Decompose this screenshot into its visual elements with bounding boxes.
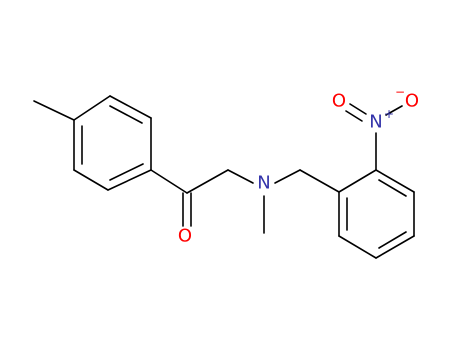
atom-n-nitro: N (369, 112, 382, 133)
bond-ring1-e (73, 169, 109, 191)
bond-ring1-inner-1 (109, 105, 143, 124)
linker-chain (150, 169, 340, 234)
bond-ring1-a (73, 95, 111, 121)
atom-n-amine: N (257, 173, 270, 194)
bond-ring2-e (338, 235, 377, 259)
atom-labels: N O N + O O − (178, 85, 419, 247)
nitrophenyl-ring (338, 132, 415, 259)
tolyl-ring (33, 95, 152, 191)
bond-nitro-o-double-2 (345, 110, 363, 122)
bond-n-benzyl (274, 169, 301, 184)
bond-ring1-d (107, 169, 152, 191)
nitro-group (345, 103, 403, 122)
bond-benzyl-ring (299, 169, 340, 193)
bond-ch2-n (227, 169, 254, 184)
bond-ring2-inner-2 (378, 231, 407, 249)
bond-nitro-o-single (385, 105, 403, 116)
bond-carbonyl-ch2 (186, 169, 229, 194)
atom-o-nitro-single: O (405, 91, 419, 112)
atom-n-nitro-charge: + (384, 107, 394, 121)
bond-ring2-b (375, 169, 415, 193)
bond-ring2-inner-1 (378, 179, 407, 197)
atom-o-nitro-double: O (332, 91, 346, 112)
bond-ring2-d (375, 235, 415, 259)
bond-methyl-ring (33, 100, 75, 121)
atom-o-nitro-charge: − (395, 85, 405, 99)
bond-ring-carbonyl (150, 169, 188, 194)
bond-ring1-inner-2 (109, 163, 144, 181)
bond-ring2-a (338, 169, 377, 193)
bond-nitro-o-double-1 (349, 103, 367, 115)
bond-ring1-b (109, 95, 152, 119)
atom-o-carbonyl: O (178, 226, 192, 247)
